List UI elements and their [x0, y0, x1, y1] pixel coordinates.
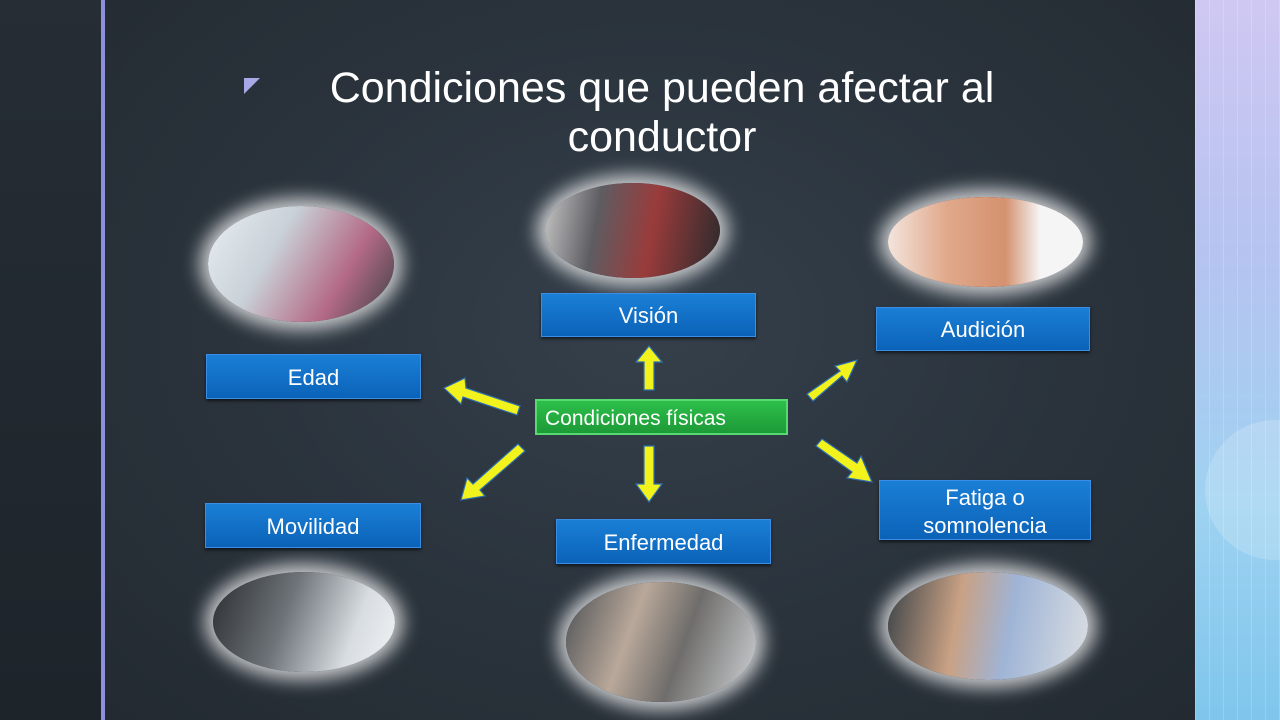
title-corner-icon [244, 78, 260, 94]
photo-mobility-driver [213, 572, 395, 672]
right-decorative-strip [1195, 0, 1280, 720]
arrow-up-vision [634, 345, 664, 391]
label-fatiga: Fatiga o somnolencia [879, 480, 1091, 540]
photo-sleepy-driver [888, 572, 1088, 680]
center-box-condiciones-fisicas: Condiciones físicas [535, 399, 788, 435]
left-band [0, 0, 102, 720]
label-fatiga-line1: Fatiga o [945, 485, 1025, 510]
label-audicion: Audición [876, 307, 1090, 351]
photo-ear-hearing [888, 197, 1083, 287]
photo-driver-glasses [545, 183, 720, 278]
arrow-left-edad [442, 377, 521, 416]
label-fatiga-line2: somnolencia [923, 513, 1047, 538]
label-vision: Visión [541, 293, 756, 337]
arrow-downleft-movilidad [460, 443, 526, 501]
slide-title: Condiciones que pueden afectar al conduc… [329, 64, 995, 161]
photo-ill-driver [566, 582, 756, 702]
arrow-upright-audicion [806, 359, 859, 402]
photo-elderly-driver [208, 206, 394, 322]
label-movilidad: Movilidad [205, 503, 421, 548]
label-enfermedad: Enfermedad [556, 519, 771, 564]
label-edad: Edad [206, 354, 421, 399]
arrow-down-enfermedad [634, 445, 664, 504]
arrow-downright-fatiga [815, 438, 873, 483]
left-accent-line [101, 0, 105, 720]
